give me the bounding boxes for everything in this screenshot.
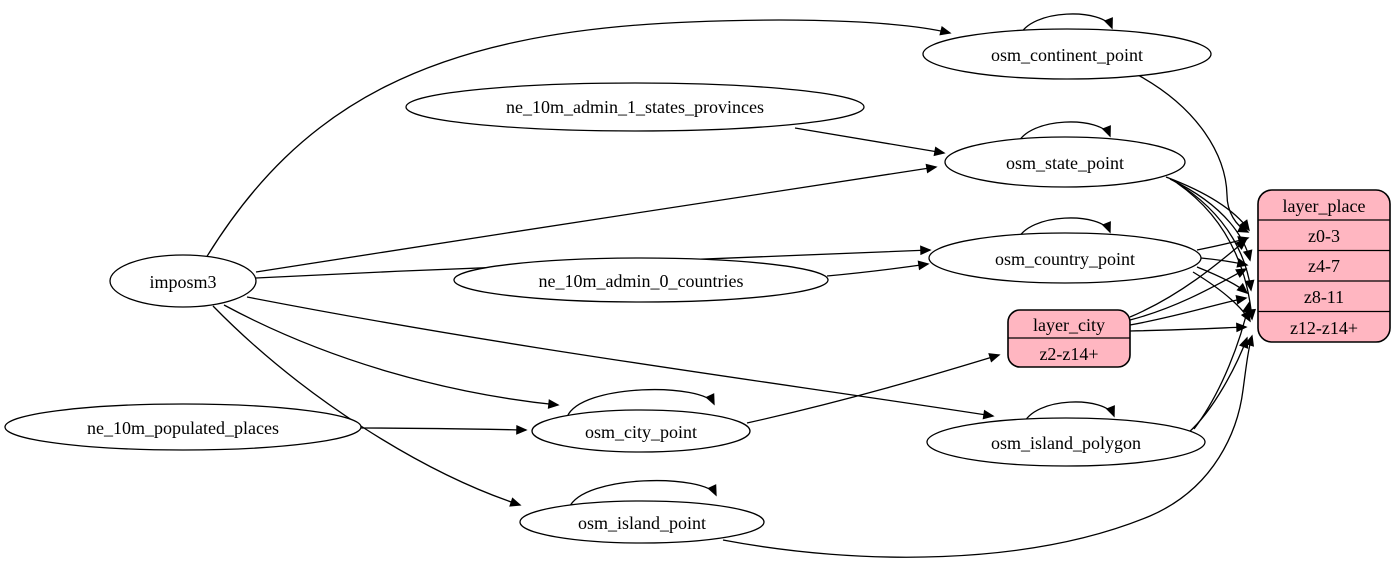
edge-osm-state-point-to-layer-place-z4-7 <box>1169 178 1253 262</box>
edge-ne-10m-admin-0-countries-to-osm-country-point <box>826 260 930 277</box>
layer-place-row-z8-11: z8-11 <box>1304 287 1344 307</box>
osm-state-point-label: osm_state_point <box>1006 153 1124 173</box>
node-osm-state-point: osm_state_point <box>944 136 1186 188</box>
layer-place-title: layer_place <box>1283 196 1366 216</box>
edge-imposm3-to-osm-state-point <box>255 163 938 273</box>
node-ne-10m-admin-0-countries: ne_10m_admin_0_countries <box>453 257 829 303</box>
osm-state-point-ellipse <box>944 136 1186 188</box>
self-loop-osm-island-polygon <box>1022 401 1115 426</box>
ne-10m-admin-0-countries-label: ne_10m_admin_0_countries <box>539 271 744 291</box>
imposm3-ellipse <box>109 254 257 308</box>
edge-osm-island-polygon-to-layer-place-z12-z14 <box>1187 336 1249 434</box>
edge-osm-island-polygon-to-layer-place-z8-11 <box>1193 301 1252 430</box>
edge-layer-city-to-layer-place-z12-z14 <box>1129 322 1248 333</box>
edge-layer-city-to-layer-place-z8-11 <box>1129 295 1248 326</box>
self-loop-osm-island-point <box>568 479 717 509</box>
osm-island-polygon-ellipse <box>926 417 1206 467</box>
edge-osm-country-point-to-layer-place-z8-11 <box>1196 266 1249 295</box>
self-loop-osm-state-point <box>1016 121 1111 146</box>
edge-ne-10m-populated-places-to-osm-city-point <box>360 424 528 435</box>
edge-layer-city-to-layer-place-z4-7 <box>1129 268 1248 321</box>
edge-imposm3-to-osm-island-polygon <box>246 296 995 420</box>
edge-osm-continent-point-to-layer-place-z0-3 <box>1137 74 1250 233</box>
node-ne-10m-populated-places: ne_10m_populated_places <box>4 403 362 451</box>
self-loop-osm-continent-point <box>1018 13 1113 38</box>
self-loop-osm-country-point <box>1016 217 1111 242</box>
node-osm-island-point: osm_island_point <box>519 500 765 544</box>
edge-osm-country-point-to-layer-place-z0-3 <box>1196 236 1250 251</box>
edge-imposm3-to-osm-island-point <box>212 305 522 507</box>
layer-place-box <box>1257 189 1391 343</box>
record-layer-city: layer_city z2-z14+ <box>1007 309 1131 368</box>
node-osm-island-polygon: osm_island_polygon <box>926 417 1206 467</box>
osm-country-point-ellipse <box>928 232 1202 284</box>
node-osm-city-point: osm_city_point <box>531 409 751 453</box>
edge-imposm3-to-osm-city-point <box>223 304 560 409</box>
osm-city-point-ellipse <box>531 409 751 453</box>
edge-imposm3-to-osm-continent-point <box>205 19 952 259</box>
ne-10m-populated-places-ellipse <box>4 403 362 451</box>
layer-city-title: layer_city <box>1033 315 1105 335</box>
layer-place-row-z0-3: z0-3 <box>1308 226 1340 246</box>
osm-continent-point-label: osm_continent_point <box>991 45 1143 65</box>
imposm3-label: imposm3 <box>149 272 216 292</box>
osm-island-point-ellipse <box>519 500 765 544</box>
ne-10m-admin-1-states-provinces-label: ne_10m_admin_1_states_provinces <box>506 97 764 117</box>
edge-osm-state-point-to-layer-place-z8-11 <box>1173 180 1255 292</box>
edge-layer <box>205 13 1257 558</box>
layer-place-row-z4-7: z4-7 <box>1308 256 1340 276</box>
osm-island-polygon-label: osm_island_polygon <box>991 433 1141 453</box>
layer-city-row-z2-z14: z2-z14+ <box>1039 344 1098 364</box>
layer-place-row-z12-z14: z12-z14+ <box>1290 318 1358 338</box>
edge-osm-country-point-to-layer-place-z12-z14 <box>1192 271 1251 323</box>
osm-island-point-label: osm_island_point <box>578 513 706 533</box>
edge-osm-city-point-to-layer-city-z2-z14 <box>746 353 1001 424</box>
ne-10m-admin-0-countries-ellipse <box>453 257 829 303</box>
record-layer-place: layer_place z0-3 z4-7 z8-11 z12-z14+ <box>1257 189 1391 343</box>
edge-layer-city-to-layer-place-z0-3 <box>1129 238 1248 318</box>
node-ne-10m-admin-1-states-provinces: ne_10m_admin_1_states_provinces <box>405 82 865 132</box>
node-osm-continent-point: osm_continent_point <box>922 28 1212 80</box>
edge-osm-country-point-to-layer-place-z4-7 <box>1200 257 1249 268</box>
node-imposm3: imposm3 <box>109 254 257 308</box>
ne-10m-admin-1-states-provinces-ellipse <box>405 82 865 132</box>
osm-continent-point-ellipse <box>922 28 1212 80</box>
edge-ne-10m-admin-1-states-provinces-to-osm-state-point <box>794 127 946 157</box>
self-loop-osm-city-point <box>566 388 715 418</box>
node-osm-country-point: osm_country_point <box>928 232 1202 284</box>
ne-10m-populated-places-label: ne_10m_populated_places <box>87 418 279 438</box>
edge-osm-island-point-to-layer-place-z12-z14 <box>722 334 1255 558</box>
osm-country-point-label: osm_country_point <box>995 249 1135 269</box>
osm-city-point-label: osm_city_point <box>585 422 697 442</box>
